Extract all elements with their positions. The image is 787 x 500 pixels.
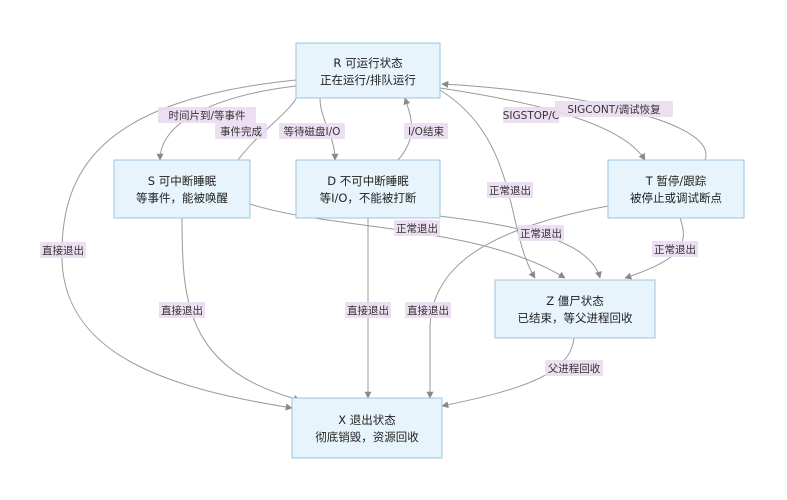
- svg-text:事件完成: 事件完成: [220, 125, 262, 138]
- edge-label-r-to-s: 时间片到/等事件: [158, 107, 256, 123]
- edges: [61, 79, 707, 411]
- svg-text:正常退出: 正常退出: [489, 184, 531, 197]
- state-z-title: Z 僵尸状态: [546, 294, 604, 308]
- state-node-x: X 退出状态 彻底销毁，资源回收: [291, 397, 443, 459]
- svg-text:SIGSTOP/C: SIGSTOP/C: [503, 110, 559, 122]
- state-node-s: S 可中断睡眠 等事件，能被唤醒: [113, 159, 251, 219]
- state-s-title: S 可中断睡眠: [148, 174, 217, 188]
- state-node-z: Z 僵尸状态 已结束，等父进程回收: [494, 279, 656, 339]
- edge-label-d-to-x: 直接退出: [345, 302, 391, 318]
- state-node-r: R 可运行状态 正在运行/排队运行: [295, 42, 441, 99]
- state-node-t: T 暂停/跟踪 被停止或调试断点: [607, 159, 745, 219]
- state-t-desc: 被停止或调试断点: [630, 191, 722, 205]
- edge-label-r-to-z: 正常退出: [487, 182, 533, 198]
- svg-text:直接退出: 直接退出: [161, 304, 203, 317]
- state-z-desc: 已结束，等父进程回收: [518, 311, 633, 325]
- svg-text:I/O结束: I/O结束: [408, 125, 444, 138]
- edge-label-r-to-x: 直接退出: [40, 242, 86, 258]
- svg-text:等待磁盘I/O: 等待磁盘I/O: [284, 125, 341, 138]
- edge-z-to-x: [441, 337, 575, 409]
- svg-text:直接退出: 直接退出: [347, 304, 389, 317]
- edge-label-t-to-r: SIGCONT/调试恢复: [555, 101, 673, 117]
- edge-label-r-to-d: 等待磁盘I/O: [279, 123, 345, 139]
- state-x-desc: 彻底销毁，资源回收: [315, 430, 419, 444]
- edge-labels: 时间片到/等事件 事件完成 等待磁盘I/O I/O结束 SIGSTOP/C SI…: [40, 101, 698, 376]
- svg-text:直接退出: 直接退出: [42, 244, 84, 257]
- state-r-desc: 正在运行/排队运行: [320, 73, 416, 87]
- edge-label-s-to-r: 事件完成: [215, 123, 267, 139]
- svg-text:正常退出: 正常退出: [396, 222, 438, 235]
- svg-text:正常退出: 正常退出: [520, 227, 562, 240]
- edge-t-to-r: [441, 80, 707, 161]
- edge-label-t-to-x: 直接退出: [405, 302, 451, 318]
- edge-label-z-to-x: 父进程回收: [545, 360, 603, 376]
- edge-label-s-to-x: 直接退出: [159, 302, 205, 318]
- state-t-title: T 暂停/跟踪: [645, 174, 707, 188]
- edge-label-s-to-z: 正常退出: [394, 220, 440, 236]
- state-x-title: X 退出状态: [338, 413, 396, 427]
- svg-text:SIGCONT/调试恢复: SIGCONT/调试恢复: [567, 103, 661, 116]
- state-r-title: R 可运行状态: [333, 56, 403, 70]
- svg-text:正常退出: 正常退出: [654, 243, 696, 256]
- state-d-desc: 等I/O，不能被打断: [320, 191, 417, 205]
- edge-r-to-t: [439, 87, 646, 161]
- edge-s-to-x: [181, 217, 301, 402]
- state-s-desc: 等事件，能被唤醒: [136, 191, 228, 205]
- state-node-d: D 不可中断睡眠 等I/O，不能被打断: [295, 159, 441, 219]
- edge-label-r-to-t: SIGSTOP/C: [503, 107, 559, 123]
- edge-r-to-x: [61, 79, 297, 411]
- edge-label-d-to-r: I/O结束: [404, 123, 448, 139]
- edge-label-d-to-z: 正常退出: [518, 225, 564, 241]
- edge-d-to-z: [429, 214, 602, 279]
- edge-label-t-to-z: 正常退出: [652, 241, 698, 257]
- svg-text:直接退出: 直接退出: [407, 304, 449, 317]
- state-d-title: D 不可中断睡眠: [327, 174, 409, 188]
- svg-text:时间片到/等事件: 时间片到/等事件: [168, 109, 245, 122]
- svg-text:父进程回收: 父进程回收: [548, 362, 601, 375]
